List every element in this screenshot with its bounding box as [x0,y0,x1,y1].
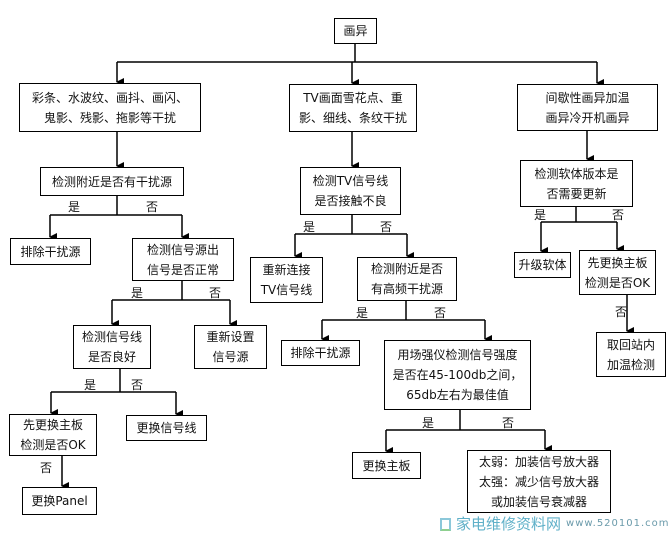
yes-label: 是 [68,200,81,214]
book-icon [440,517,451,531]
reconnect-tv-cable: 重新连接 TV信号线 [250,257,323,303]
line: 检测附近是否有干扰源 [51,174,172,189]
line: 信号源 [212,350,249,364]
no-label: 否 [380,220,393,234]
remove-interference-b: 排除干扰源 [281,340,360,366]
line: 更换信号线 [136,421,197,435]
line: 是否在45-100db之间， [392,368,523,382]
check-hf-interference: 检测附近是否有高频干扰源 [357,257,457,301]
check-tv-cable: 检测TV信号线是否接触不良 [300,167,401,215]
line: 重新连接 [262,263,311,277]
no-label: 否 [146,200,159,214]
line: 用场强仪检测信号强度 [397,348,518,362]
yes-label: 是 [356,306,369,320]
check-source: 检测信号源出信号是否正常 [132,238,234,281]
line: 取回站内 [606,337,655,352]
line: 更换主板 [362,458,411,473]
replace-board-check-c: 先更换主板检测是否OK [579,250,656,295]
no-label: 否 [209,286,222,300]
line: 排除干扰源 [20,244,81,259]
line: 太弱：加装信号放大器 [478,454,599,469]
replace-board-check-a: 先更换主板检测是否OK [9,414,97,456]
line: 重新设置 [206,330,255,344]
upgrade-software: 升级软体 [514,252,571,278]
check-signal-cable: 检测信号线是否良好 [73,325,151,369]
no-label: 否 [615,305,628,319]
remove-interference-a: 排除干扰源 [10,238,91,265]
return-station-heat-test: 取回站内加温检测 [596,332,666,377]
line: 有高频干扰源 [370,282,443,296]
symptom-snow: TV画面雪花点、重影、细线、条纹干扰 [289,84,417,132]
line: 加温检测 [606,357,655,372]
watermark-url: www.520101.com [566,518,670,529]
line: 检测是否OK [20,438,86,452]
line: 检测附近是否 [370,262,443,276]
line: 检测信号线 [81,330,142,344]
line: 检测TV信号线 [312,174,389,188]
line: 画异冷开机画异 [545,110,630,125]
no-label: 否 [434,306,447,320]
field-strength-check: 用场强仪检测信号强度是否在45-100db之间， 65db左右为最佳值 [384,340,531,410]
symptom-interference: 彩条、水波纹、画抖、画闪、鬼影、残影、拖影等干扰 [19,83,201,132]
line: 鬼影、残影、拖影等干扰 [43,110,176,125]
yes-label: 是 [534,208,547,222]
line: 影、细线、条纹干扰 [298,111,407,125]
watermark: 家电维修资料网 www.520101.com [440,515,670,533]
line: TV信号线 [260,283,313,297]
line: 升级软体 [518,258,567,272]
line: 检测软体版本是 [534,166,619,181]
symptom-intermittent: 间歇性画异加温画异冷开机画异 [517,84,658,131]
replace-mainboard: 更换主板 [352,452,421,479]
no-label: 否 [612,208,625,222]
line: 先更换主板 [587,255,648,270]
line: 间歇性画异加温 [545,90,630,105]
no-label: 否 [131,378,144,392]
yes-label: 是 [303,220,316,234]
line: TV画面雪花点、重 [303,91,403,105]
check-software: 检测软体版本是否需要更新 [520,160,633,207]
line: 是否接触不良 [314,194,387,208]
line: 检测是否OK [584,275,651,290]
line: 或加装信号衰减器 [490,494,587,509]
watermark-name: 家电维修资料网 [456,515,562,533]
replace-panel: 更换Panel [22,487,97,515]
line: 检测信号源出 [146,242,219,257]
no-label: 否 [502,416,515,430]
line: 太强：减少信号放大器 [478,474,599,489]
line: 先更换主板 [22,418,83,432]
yes-label: 是 [131,286,144,300]
line: 否需要更新 [546,186,607,201]
root-label: 画异 [343,24,368,38]
amplifier-advice: 太弱：加装信号放大器太强：减少信号放大器或加装信号衰减器 [467,450,611,513]
line: 彩条、水波纹、画抖、画闪、 [31,90,188,105]
line: 是否良好 [87,350,136,364]
check-interference: 检测附近是否有干扰源 [40,167,184,196]
replace-signal-cable: 更换信号线 [126,415,207,441]
no-label: 否 [40,461,53,475]
line: 更换Panel [31,494,88,508]
line: 信号是否正常 [146,262,219,277]
line: 排除干扰源 [290,346,351,360]
yes-label: 是 [84,378,97,392]
yes-label: 是 [422,416,435,430]
reset-signal-source: 重新设置信号源 [194,325,267,369]
root-node: 画异 [334,18,377,44]
line: 65db左右为最佳值 [406,388,509,402]
